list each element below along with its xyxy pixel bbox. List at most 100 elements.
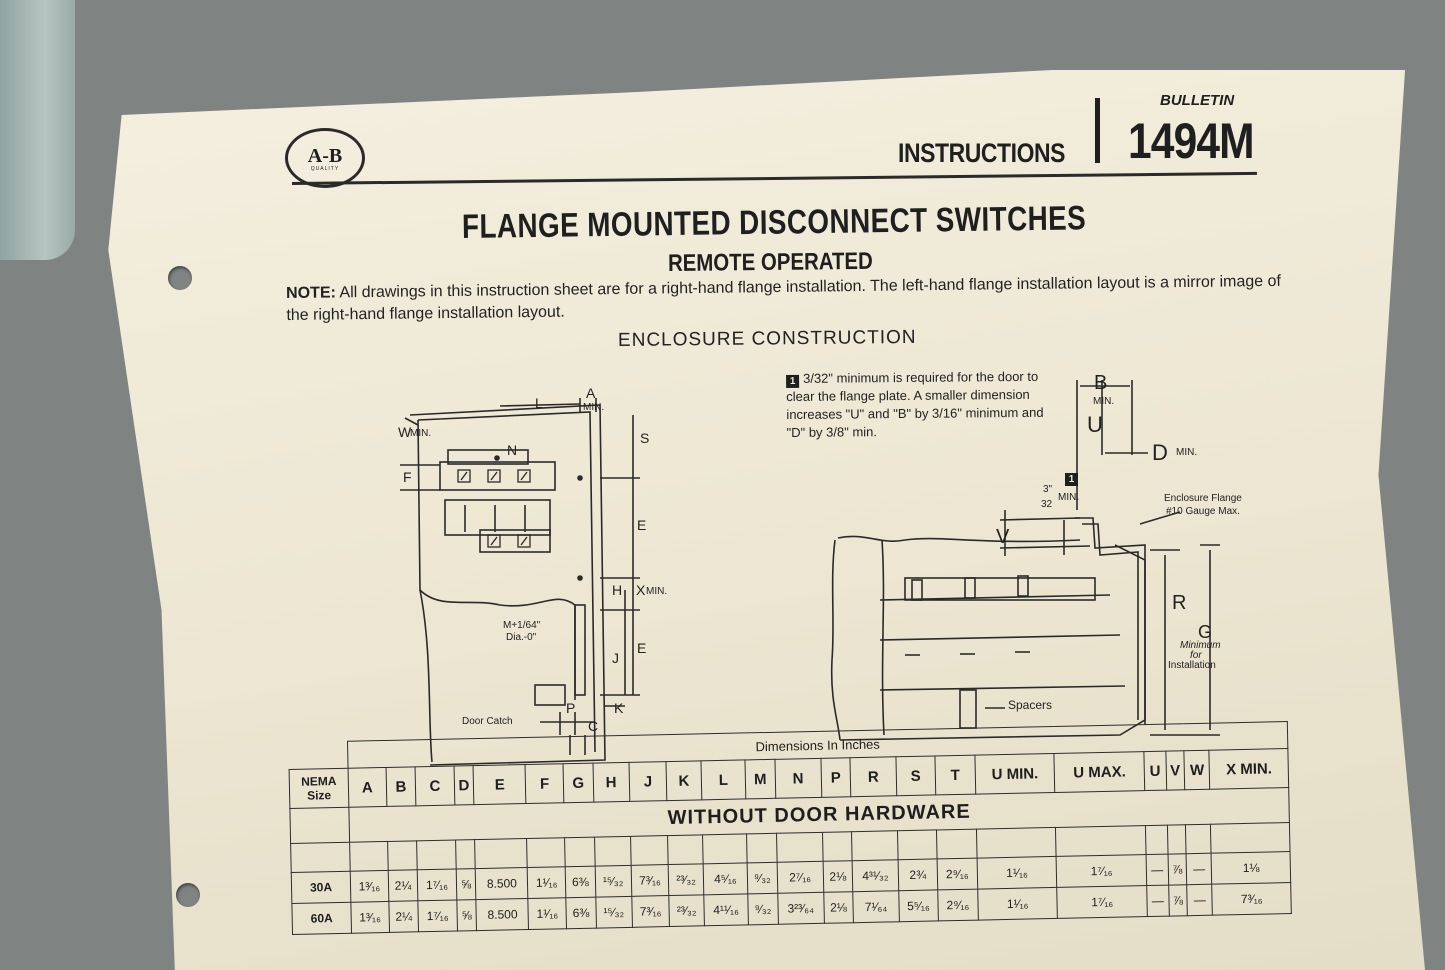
table-cell: [455, 839, 476, 870]
table-cell: 1⅛: [1211, 851, 1291, 885]
table-cell: 2⁹⁄₁₆: [937, 858, 978, 890]
table-cell: [594, 836, 631, 867]
instructions-heading: INSTRUCTIONS: [898, 138, 1066, 168]
table-cell: 1³⁄₁₆: [350, 901, 390, 934]
dim-E2: E: [637, 640, 647, 656]
row-size: [290, 842, 351, 873]
column-header: J: [628, 761, 668, 802]
table-cell: 1⁷⁄₁₆: [1056, 854, 1147, 888]
table-cell: [976, 827, 1057, 859]
table-cell: 2¾: [897, 858, 938, 891]
door-catch-label: Door Catch: [462, 716, 513, 727]
frac-min: MIN.: [1058, 492, 1080, 503]
table-cell: 5⁵⁄₁₆: [898, 889, 939, 922]
nema-size-header: NEMA Size: [289, 768, 349, 809]
column-header: P: [820, 757, 851, 798]
row-size: 60A: [291, 902, 352, 935]
table-cell: 1⁷⁄₁₆: [1057, 885, 1148, 919]
dim-U: U: [1087, 412, 1103, 437]
dim-W: W: [398, 424, 412, 440]
table-cell: 4³¹⁄₃₂: [852, 859, 899, 892]
column-header: N: [774, 758, 822, 799]
dim-V: V: [996, 526, 1010, 548]
dim-B: B: [1094, 372, 1108, 394]
frac-num: 3": [1043, 484, 1053, 495]
header-divider: [1095, 98, 1100, 163]
table-cell: 6⅜: [565, 866, 596, 898]
punch-hole: [168, 266, 192, 290]
dim-P: P: [566, 700, 576, 716]
table-cell: 1⁷⁄₁₆: [418, 900, 458, 932]
table-cell: 4⁵⁄₁₆: [702, 862, 748, 895]
dim-E: E: [637, 517, 647, 533]
table-cell: 2⅛: [823, 891, 854, 924]
dim-H: H: [612, 582, 623, 598]
bulletin-number: 1494M: [1128, 113, 1255, 169]
dim-J: J: [612, 650, 619, 666]
column-header: T: [934, 755, 976, 795]
bulletin-label: BULLETIN: [1160, 92, 1235, 109]
table-cell: 7¹⁄₆₄: [852, 890, 900, 923]
column-header: B: [385, 766, 417, 807]
table-cell: 7³⁄₁₆: [1212, 882, 1292, 916]
dim-G: G: [1198, 622, 1213, 642]
table-cell: 1¹⁄₁₆: [528, 897, 567, 930]
table-cell: 6⅜: [565, 897, 597, 929]
table-cell: 1¹⁄₁₆: [976, 856, 1058, 890]
flange-label-2: #10 Gauge Max.: [1166, 506, 1240, 517]
table-cell: ²³⁄₃₂: [668, 863, 704, 896]
g-note-3: Installation: [1168, 660, 1216, 671]
dim-X: X: [636, 582, 646, 598]
dim-C: C: [588, 718, 599, 734]
table-cell: [1167, 824, 1187, 855]
table-cell: ¹⁵⁄₃₂: [595, 896, 633, 929]
table-cell: ²³⁄₃₂: [669, 894, 705, 927]
column-header: M: [745, 759, 776, 799]
table-cell: 2⅛: [822, 860, 853, 893]
table-cell: [1210, 822, 1291, 854]
dim-S: S: [640, 430, 650, 446]
table-cell: 8.500: [476, 898, 529, 931]
column-header: U MAX.: [1054, 751, 1145, 793]
table-cell: ⅞: [1167, 853, 1187, 886]
dim-X-min: MIN.: [646, 586, 668, 597]
table-cell: [936, 829, 977, 859]
dim-F: F: [403, 469, 412, 485]
table-cell: —: [1186, 853, 1213, 885]
table-cell: ⅝: [455, 868, 477, 901]
column-header: R: [850, 756, 897, 797]
column-header: K: [666, 760, 702, 801]
column-header: S: [895, 755, 936, 796]
table-cell: [702, 833, 748, 864]
table-cell: [475, 838, 528, 869]
instruction-sheet: [108, 70, 1425, 970]
punch-hole: [176, 883, 200, 907]
table-cell: [776, 832, 823, 863]
table-cell: 1³⁄₁₆: [350, 870, 389, 903]
table-cell: 1¹⁄₁₆: [977, 887, 1058, 921]
terminal-blocks: [457, 469, 531, 548]
table-cell: ⅝: [456, 899, 477, 931]
table-cell: 1⁷⁄₁₆: [417, 869, 457, 901]
dim-N: N: [507, 442, 518, 458]
g-note-2: for: [1190, 650, 1202, 661]
table-cell: [349, 841, 388, 872]
flange-label-1: Enclosure Flange: [1164, 493, 1242, 504]
diagram-marker: 1: [1065, 473, 1078, 486]
dim-A-min: MIN.: [583, 402, 605, 413]
table-corner: [288, 741, 349, 770]
ab-logo: A-B QUALITY: [285, 128, 365, 188]
g-note-1: Minimum: [1180, 640, 1221, 651]
column-header: U MIN.: [974, 753, 1056, 795]
table-cell: —: [1186, 884, 1213, 916]
column-header: V: [1165, 750, 1185, 791]
table-cell: 8.500: [475, 867, 529, 900]
dim-D-min: MIN.: [1176, 447, 1198, 458]
table-cell: [526, 837, 566, 868]
table-cell: [746, 833, 777, 863]
table-cell: 7³⁄₁₆: [630, 864, 670, 897]
dim-M-dia: Dia.-0": [506, 632, 537, 643]
column-header: X MIN.: [1209, 748, 1289, 790]
